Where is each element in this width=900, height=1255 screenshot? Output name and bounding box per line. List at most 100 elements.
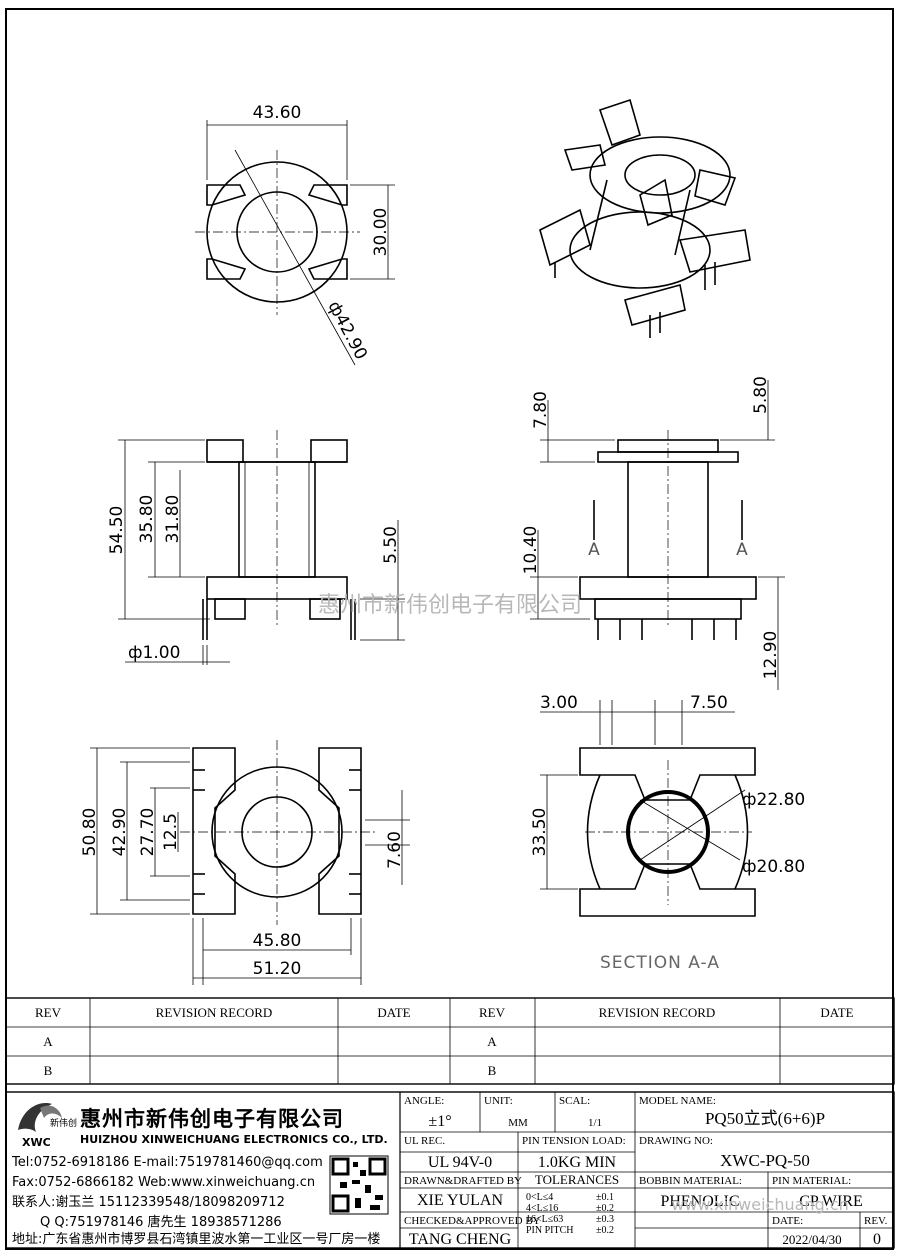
dim-sec-d2: ф20.80 bbox=[742, 857, 805, 877]
tol-value-3: ±0.3 bbox=[596, 1214, 614, 1225]
front-view: 54.50 35.80 31.80 5.50 ф1.00 bbox=[107, 430, 405, 665]
rev-label: REV. bbox=[864, 1215, 888, 1227]
drawn-value: XIE YULAN bbox=[417, 1192, 504, 1209]
top-view-tab-ur bbox=[307, 184, 348, 206]
iso-tab-2 bbox=[563, 144, 606, 171]
dim-bot-width-outer: 51.20 bbox=[253, 959, 302, 979]
top-view-tab-ul bbox=[206, 184, 247, 206]
date-value: 2022/04/30 bbox=[782, 1232, 841, 1247]
scal-label: SCAL: bbox=[559, 1095, 590, 1107]
tolerances-label: TOLERANCES bbox=[535, 1172, 619, 1187]
dim-bot-h3: 27.70 bbox=[138, 808, 158, 857]
dim-side-mid: 10.40 bbox=[521, 526, 541, 575]
dim-sec-w2: 7.50 bbox=[690, 693, 728, 713]
dim-front-total-height: 54.50 bbox=[107, 506, 127, 555]
company-block: 新伟创 XWC 惠州市新伟创电子有限公司 HUIZHOU XINWEICHUAN… bbox=[5, 1091, 895, 1249]
rev-header-rev-2: REV bbox=[479, 1005, 506, 1020]
iso-top-bore bbox=[624, 154, 696, 196]
dim-side-top2: 5.80 bbox=[751, 376, 771, 414]
date-label: DATE: bbox=[772, 1215, 803, 1227]
watermark-url: www.xinweichuang.cn bbox=[671, 1195, 849, 1214]
revision-table: REV REVISION RECORD DATE REV REVISION RE… bbox=[5, 997, 895, 1085]
company-fax: Fax:0752-6866182 Web:www.xinweichuang.cn bbox=[12, 1175, 315, 1190]
dim-bot-h2: 42.90 bbox=[110, 808, 130, 857]
pin-tension-value: 1.0KG MIN bbox=[538, 1154, 617, 1171]
dim-front-pin-length: 5.50 bbox=[381, 526, 401, 564]
company-qq: Q Q:751978146 唐先生 18938571286 bbox=[40, 1214, 282, 1230]
scal-value: 1/1 bbox=[588, 1117, 602, 1129]
iso-base-left bbox=[539, 208, 591, 267]
top-view: 43.60 30.00 ф42.90 bbox=[195, 103, 395, 366]
bobbin-value: PHENOLIC bbox=[660, 1193, 739, 1210]
section-marker-left: A bbox=[588, 540, 600, 560]
ul-label: UL REC. bbox=[404, 1135, 445, 1147]
company-logo: 新伟创 XWC bbox=[18, 1103, 77, 1149]
unit-label: UNIT: bbox=[484, 1095, 513, 1107]
top-view-tab-lr bbox=[307, 258, 348, 280]
dim-sec-w1: 3.00 bbox=[540, 693, 578, 713]
tol-value-4: ±0.2 bbox=[596, 1225, 614, 1236]
iso-base-front bbox=[624, 284, 686, 326]
iso-tab-4 bbox=[639, 178, 673, 227]
dim-top-width: 43.60 bbox=[253, 103, 302, 123]
rev-row-a-right: A bbox=[487, 1034, 497, 1049]
rev-header-rev-1: REV bbox=[35, 1005, 62, 1020]
logo-text: 新伟创 bbox=[50, 1117, 77, 1129]
drawn-label: DRAWN&DRAFTED BY bbox=[404, 1175, 522, 1187]
company-name-en: HUIZHOU XINWEICHUANG ELECTRONICS CO., LT… bbox=[80, 1133, 388, 1146]
qr-code bbox=[329, 1155, 389, 1215]
model-value: PQ50立式(6+6)P bbox=[705, 1109, 825, 1128]
rev-value: 0 bbox=[873, 1231, 881, 1248]
dim-side-top: 7.80 bbox=[531, 391, 551, 429]
pin-material-label: PIN MATERIAL: bbox=[772, 1175, 851, 1187]
watermark: 惠州市新伟创电子有限公司 bbox=[318, 593, 582, 618]
rev-row-b-left: B bbox=[44, 1063, 53, 1078]
dim-side-bottom: 12.90 bbox=[761, 631, 781, 680]
dim-top-diameter: ф42.90 bbox=[324, 298, 371, 363]
iso-top-flange bbox=[589, 136, 731, 214]
unit-value: MM bbox=[508, 1117, 528, 1129]
bottom-right-pin-strip bbox=[318, 747, 362, 915]
checked-value: TANG CHENG bbox=[409, 1231, 512, 1248]
bottom-left-pin-strip bbox=[192, 747, 236, 915]
company-name-cn: 惠州市新伟创电子有限公司 bbox=[80, 1107, 344, 1131]
title-block: ANGLE: ±1° UNIT: MM SCAL: 1/1 MODEL NAME… bbox=[400, 1092, 894, 1248]
ul-value: UL 94V-0 bbox=[428, 1154, 492, 1171]
front-base-foot-right bbox=[309, 598, 341, 620]
pin-tension-label: PIN TENSION LOAD: bbox=[522, 1135, 626, 1147]
rev-header-record-1: REVISION RECORD bbox=[156, 1005, 273, 1020]
company-tel: Tel:0752-6918186 E-mail:7519781460@qq.co… bbox=[11, 1155, 323, 1170]
angle-label: ANGLE: bbox=[404, 1095, 444, 1107]
section-label: SECTION A-A bbox=[600, 953, 720, 973]
dim-bot-width-inner: 45.80 bbox=[253, 931, 302, 951]
dim-sec-d1: ф22.80 bbox=[742, 790, 805, 810]
front-base-foot-left bbox=[214, 598, 246, 620]
iso-bottom-flange bbox=[569, 211, 711, 289]
logo-sub: XWC bbox=[22, 1136, 51, 1149]
side-view: A A 7.80 5.80 10.40 12.90 bbox=[521, 376, 785, 690]
model-label: MODEL NAME: bbox=[639, 1095, 716, 1107]
top-view-tab-ll bbox=[206, 258, 247, 280]
front-top-flange-right bbox=[310, 439, 348, 463]
dim-top-height: 30.00 bbox=[371, 208, 391, 257]
iso-tab-1 bbox=[598, 98, 641, 147]
drawing-frame bbox=[5, 8, 894, 1250]
rev-header-date-2: DATE bbox=[820, 1005, 853, 1020]
dim-bot-h4: 12.5 bbox=[161, 813, 181, 851]
tol-value-2: ±0.2 bbox=[596, 1203, 614, 1214]
tol-range-4: PIN PITCH bbox=[526, 1225, 574, 1236]
front-top-flange-left bbox=[206, 439, 244, 463]
company-address: 地址:广东省惠州市博罗县石湾镇里波水第一工业区一号厂房一楼 bbox=[12, 1231, 380, 1247]
dim-front-h2: 31.80 bbox=[163, 495, 183, 544]
rev-row-a-left: A bbox=[43, 1034, 53, 1049]
dim-sec-height: 33.50 bbox=[530, 808, 550, 857]
tol-range-1: 0<L≤4 bbox=[526, 1192, 553, 1203]
rev-header-date-1: DATE bbox=[377, 1005, 410, 1020]
rev-header-record-2: REVISION RECORD bbox=[599, 1005, 716, 1020]
pin-material-value: CP WIRE bbox=[799, 1193, 863, 1210]
iso-tab-3 bbox=[694, 169, 737, 206]
angle-value: ±1° bbox=[428, 1113, 451, 1130]
dim-bot-h5: 7.60 bbox=[385, 831, 405, 869]
tol-range-3: 16<L≤63 bbox=[526, 1214, 563, 1225]
